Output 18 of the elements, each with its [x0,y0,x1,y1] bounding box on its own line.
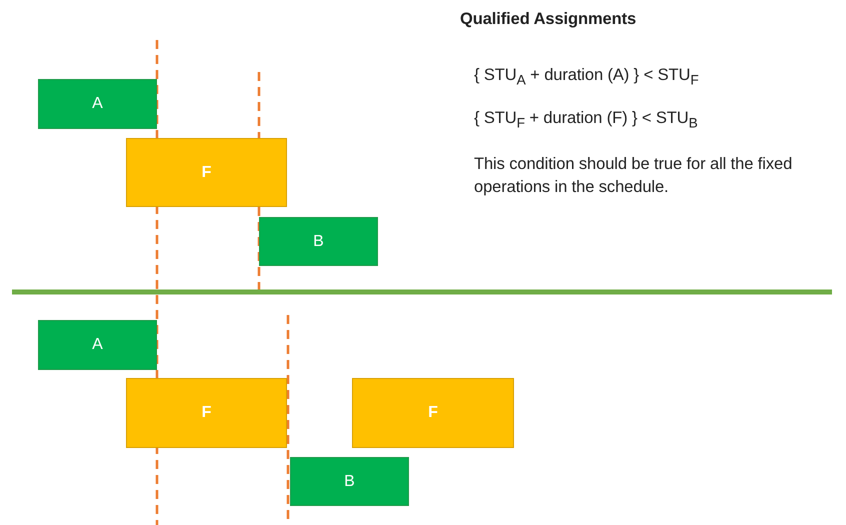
task-label: F [202,164,212,182]
task-bar [352,378,514,448]
task-label: A [92,336,103,354]
heading: Qualified Assignments [460,10,636,29]
task-bar [126,378,287,448]
task-label: A [92,95,103,113]
task-bar [38,320,157,370]
task-bar [38,79,157,129]
task-label: B [313,232,324,250]
formula-text: { STU$_{F}$ + duration (F) } < STU$_{B}$ [474,108,699,132]
task-bar [259,217,378,266]
task-bar [290,457,409,506]
task-label: F [202,404,212,422]
note-text: This condition should be true for all the fixed operations in the schedule. [474,154,794,198]
task-label: F [428,404,438,422]
formula-text: { STU$_{A}$ + duration (A) } < STU$_{F}$ [474,65,700,90]
task-label: B [344,472,355,490]
task-bar [126,138,287,207]
